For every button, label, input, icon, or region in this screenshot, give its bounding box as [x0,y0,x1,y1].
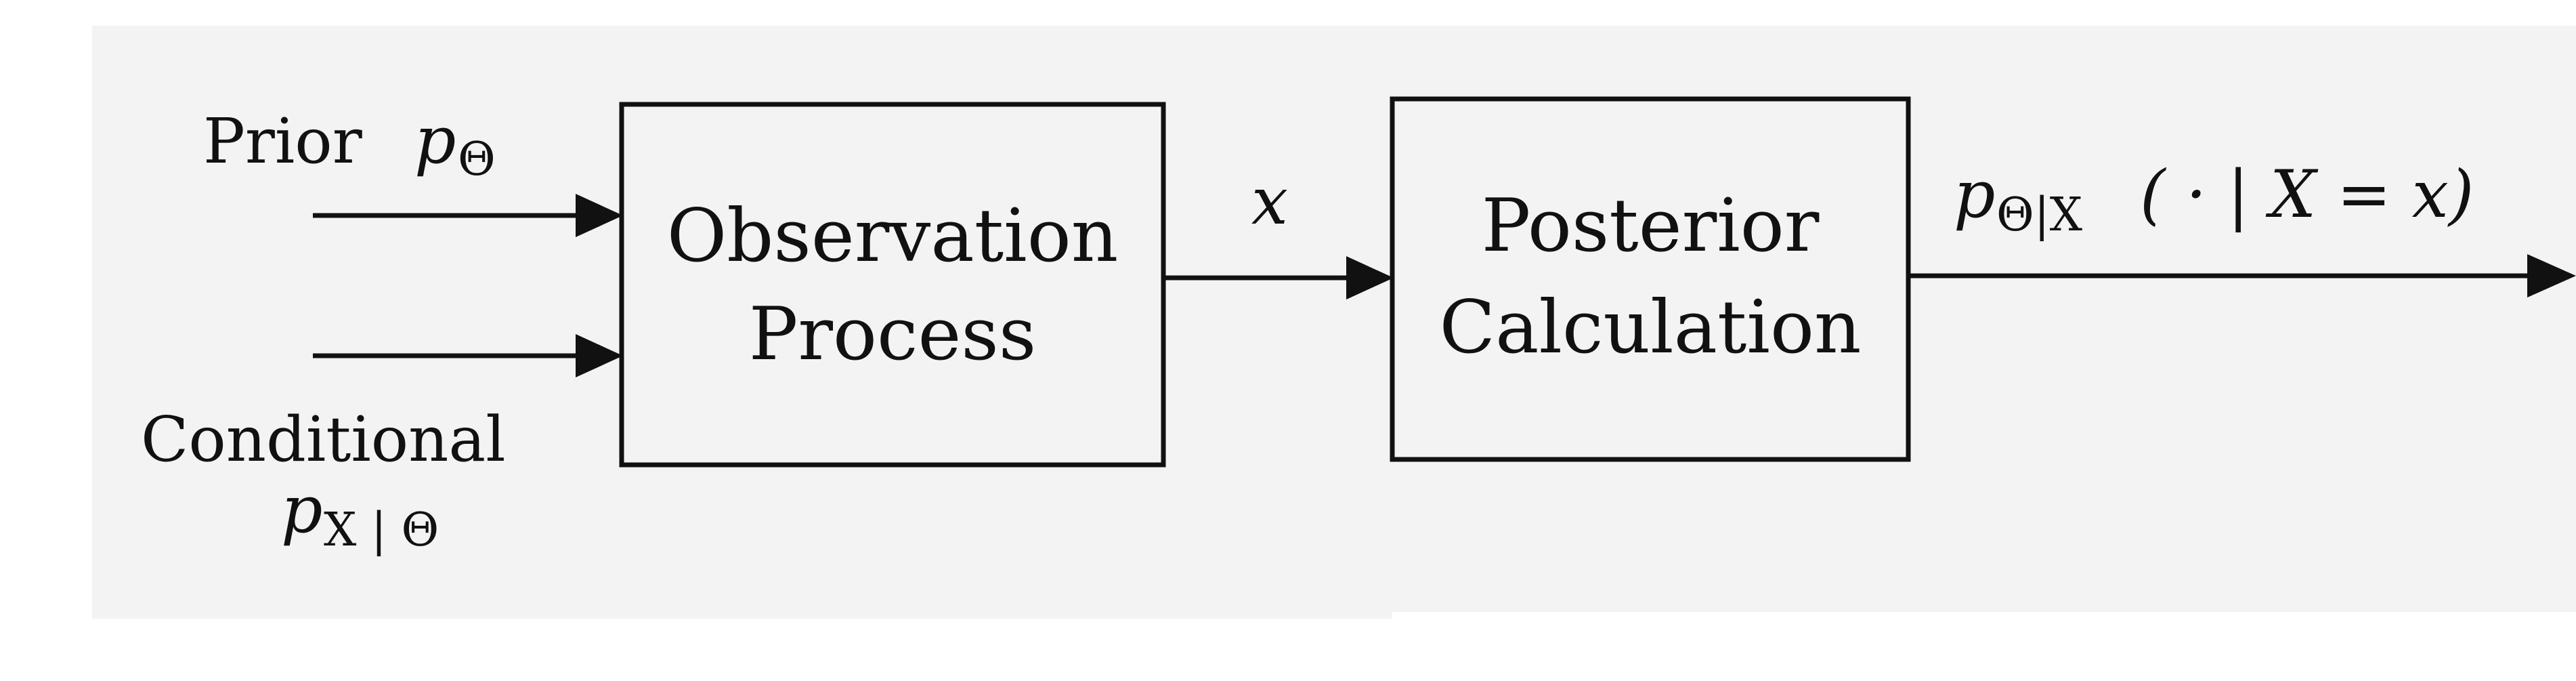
prior-subscript: Θ [458,133,496,186]
prior-label: Prior [203,105,362,178]
prior-input-arrowhead [576,194,623,237]
conditional-input-arrowhead [576,334,623,377]
observation-block-line1: Observation [667,194,1119,278]
conditional-label: Conditional [141,403,506,476]
output-expression: ( · | X = x) [2140,157,2474,232]
conditional-subscript: X | Θ [324,503,439,557]
prior-symbol: p [414,102,456,178]
observation-process-block [619,102,1166,468]
conditional-symbol: p [281,472,322,548]
output-symbol: p [1954,157,1995,232]
observation-block-line2: Process [749,292,1037,377]
posterior-block-line2: Calculation [1439,285,1861,370]
intermediate-arrowhead [1346,256,1394,300]
intermediate-x-label: x [1251,163,1288,239]
output-arrowhead [2527,254,2576,297]
output-subscript: Θ|X [1996,188,2083,242]
posterior-block-line1: Posterior [1482,184,1820,268]
posterior-calculation-block [1390,96,1911,462]
